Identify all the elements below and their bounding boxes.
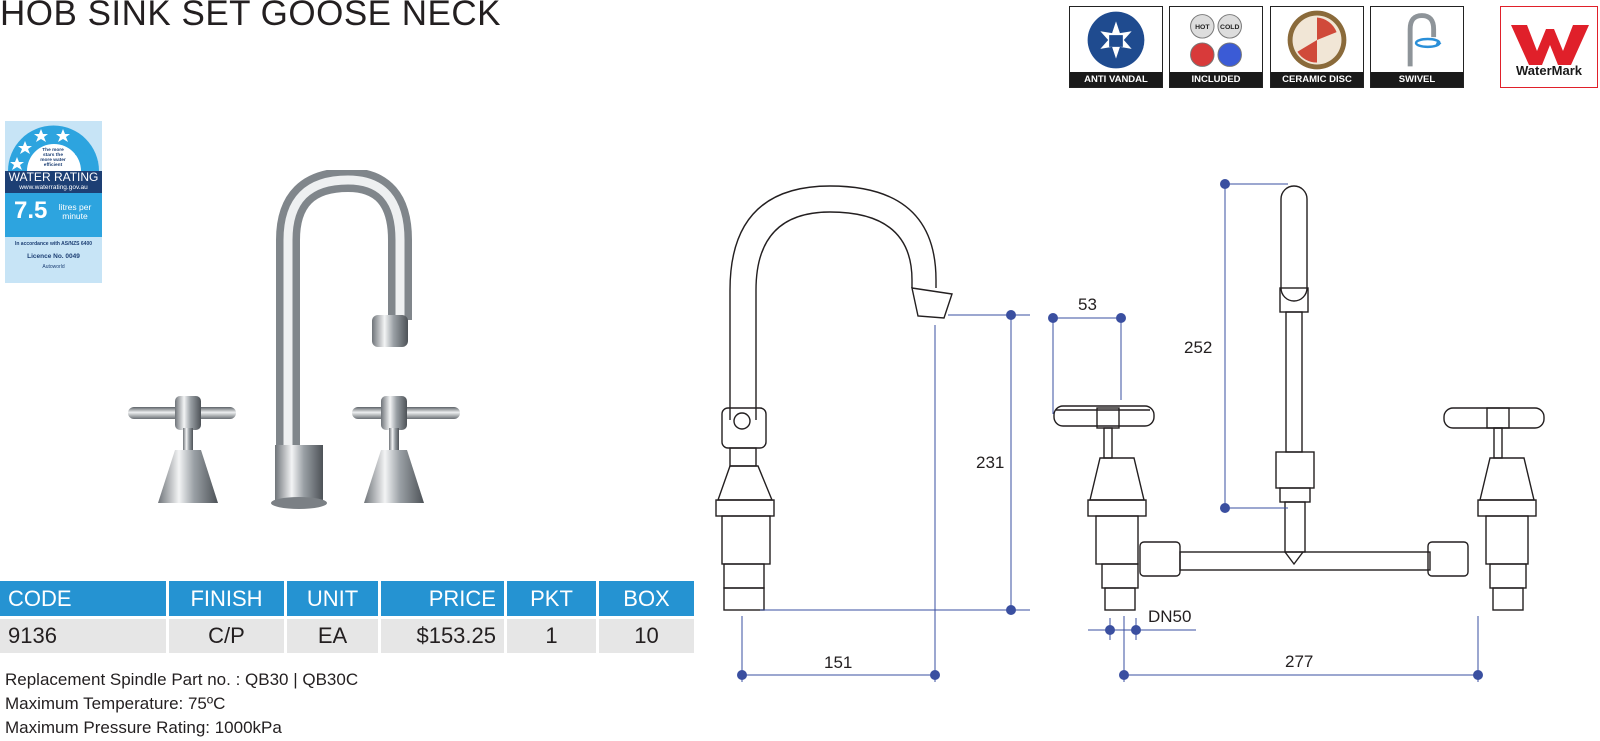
stars-icon	[8, 125, 100, 171]
cell-code: 9136	[0, 616, 166, 653]
licence-number: Licence No. 0049	[27, 253, 80, 260]
hot-cold-indices-icon: HOT COLD	[1190, 14, 1242, 67]
rating-standard: In accordance with AS/NZS 6400	[14, 241, 93, 247]
table-header-row: CODE FINISH UNIT PRICE PKT BOX	[0, 581, 694, 616]
anti-vandal-badge: ANTI VANDAL	[1069, 6, 1163, 88]
cell-unit: EA	[287, 616, 378, 653]
included-badge: HOT COLD INCLUDED	[1169, 6, 1263, 88]
dim-handle-width: 53	[1078, 295, 1097, 314]
ceramic-disc-badge: CERAMIC DISC	[1270, 6, 1364, 88]
cell-pkt: 1	[507, 616, 596, 653]
cell-finish: C/P	[169, 616, 284, 653]
badge-label: INCLUDED	[1170, 72, 1262, 87]
badge-label: ANTI VANDAL	[1070, 72, 1162, 87]
header-finish: FINISH	[169, 581, 284, 616]
temperature-note: Maximum Temperature: 75ºC	[5, 694, 226, 713]
badge-label: SWIVEL	[1371, 72, 1463, 87]
flow-rate-unit: litres per minute	[58, 202, 92, 221]
header-unit: UNIT	[287, 581, 378, 616]
swivel-badge: SWIVEL	[1370, 6, 1464, 88]
dim-spout-height: 231	[976, 453, 1004, 472]
hot-text: HOT	[1195, 24, 1210, 31]
header-code: CODE	[0, 581, 166, 616]
spec-table: CODE FINISH UNIT PRICE PKT BOX 9136 C/P …	[0, 581, 697, 653]
ceramic-disc-icon	[1287, 10, 1347, 70]
water-rating-website: www.waterrating.gov.au	[19, 184, 88, 191]
water-rating-label: The more stars the more water efficient …	[5, 121, 102, 283]
page-title: HOB SINK SET GOOSE NECK	[0, 0, 501, 33]
badge-label: CERAMIC DISC	[1271, 72, 1363, 87]
spindle-note: Replacement Spindle Part no. : QB30 | QB…	[5, 670, 359, 689]
table-row: 9136 C/P EA $153.25 1 10	[0, 616, 694, 653]
dim-centres: 277	[1285, 652, 1313, 671]
water-rating-bar: WATER RATING www.waterrating.gov.au	[5, 171, 102, 193]
technical-drawing: 231 151 53 252 DN50 277	[715, 179, 1545, 682]
water-rating-title: WATER RATING	[8, 170, 99, 184]
header-price: PRICE	[381, 581, 504, 616]
pressure-note: Maximum Pressure Rating: 1000kPa	[5, 718, 282, 737]
cold-text: COLD	[1220, 24, 1239, 31]
header-pkt: PKT	[507, 581, 596, 616]
spec-notes: Replacement Spindle Part no. : QB30 | QB…	[5, 668, 358, 740]
stars-note: The more stars the more water efficient	[40, 148, 66, 168]
flow-rate: 7.5 litres per minute	[5, 193, 102, 237]
product-photo	[128, 170, 460, 509]
swivel-icon	[1407, 13, 1442, 67]
cell-box: 10	[599, 616, 694, 653]
dim-pipe-size: DN50	[1148, 607, 1191, 626]
watermark-label: WaterMark	[1516, 63, 1582, 78]
header-box: BOX	[599, 581, 694, 616]
licensee: Autoworld	[42, 264, 65, 270]
flow-rate-value: 7.5	[14, 197, 48, 224]
dim-outlet-height: 252	[1184, 338, 1212, 357]
watermark-icon	[1511, 25, 1589, 65]
anti-vandal-icon	[1087, 11, 1145, 69]
spout-outline	[729, 185, 937, 420]
dim-spout-projection: 151	[824, 653, 852, 672]
cell-price: $153.25	[381, 616, 504, 653]
watermark-logo: WaterMark	[1500, 6, 1598, 88]
